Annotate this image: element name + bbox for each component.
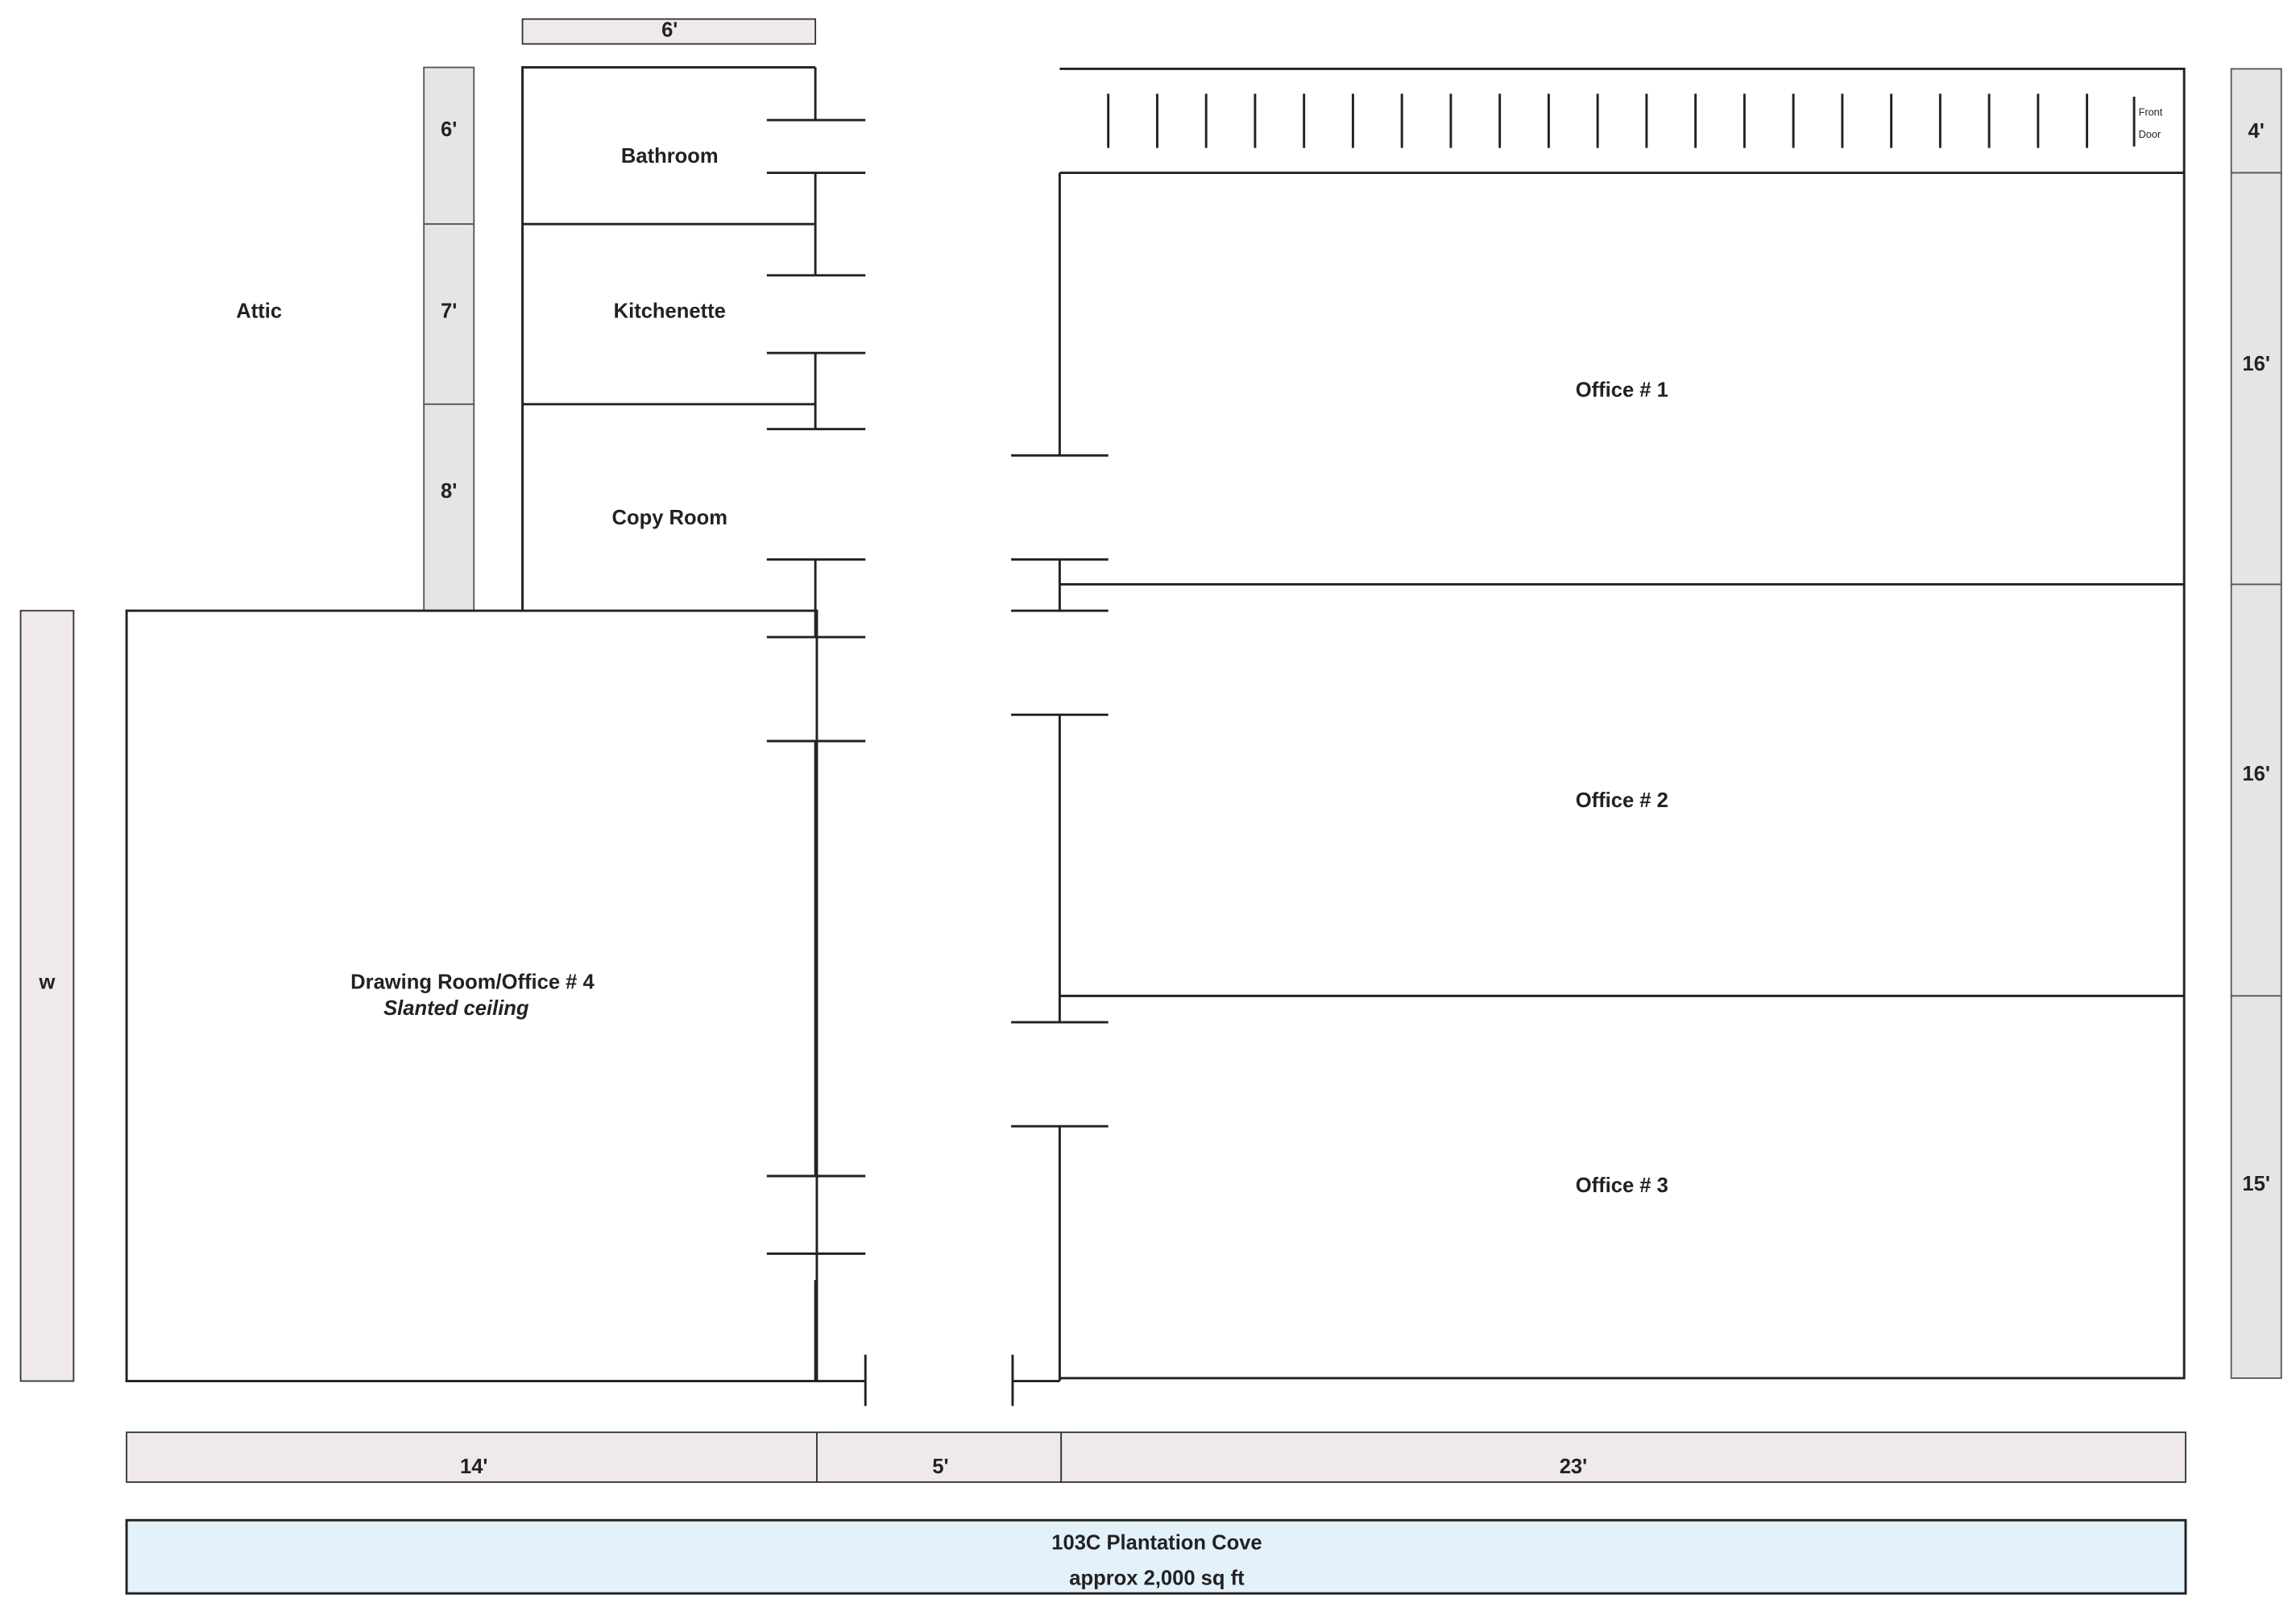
top-dimension-bar (521, 18, 817, 45)
drawing-room-note: Slanted ceiling (383, 997, 529, 1020)
front-door-label-1: Front (2139, 106, 2163, 118)
dim-hall-width: 5' (932, 1456, 948, 1478)
left-side-dimension-bar (19, 610, 75, 1382)
dim-drawing-width: 14' (460, 1456, 488, 1478)
dim-bathroom: 6' (441, 118, 457, 141)
dim-porch: 4' (2248, 120, 2265, 143)
front-door-label-2: Door (2139, 128, 2161, 140)
dim-kitchenette: 7' (441, 300, 457, 323)
room-bathroom: Bathroom (621, 145, 719, 168)
dim-copy-room: 8' (441, 480, 457, 503)
room-drawing-room: Drawing Room/Office # 4 (350, 971, 595, 993)
room-office-2: Office # 2 (1576, 789, 1668, 812)
room-kitchenette: Kitchenette (614, 300, 726, 323)
dim-office2: 16' (2242, 763, 2270, 785)
area-subtitle: approx 2,000 sq ft (1069, 1567, 1245, 1589)
dim-left-side: w (39, 971, 56, 993)
left-wing-walls (125, 66, 867, 1406)
right-dimension-column (2230, 68, 2282, 1379)
room-office-1: Office # 1 (1576, 379, 1668, 402)
room-attic: Attic (236, 300, 282, 323)
porch-railing (1107, 93, 2089, 148)
address-title: 103C Plantation Cove (1051, 1532, 1262, 1555)
dim-office3: 15' (2242, 1173, 2270, 1195)
room-office-3: Office # 3 (1576, 1174, 1668, 1197)
title-box (125, 1518, 2187, 1595)
left-dimension-column (423, 66, 475, 612)
dim-office-width: 23' (1560, 1456, 1588, 1478)
dim-top: 6' (661, 19, 678, 42)
dim-office1: 16' (2242, 353, 2270, 375)
right-wing-walls (1011, 68, 2186, 1406)
bottom-dimension-bar (126, 1431, 2186, 1483)
room-copy-room: Copy Room (612, 507, 727, 529)
